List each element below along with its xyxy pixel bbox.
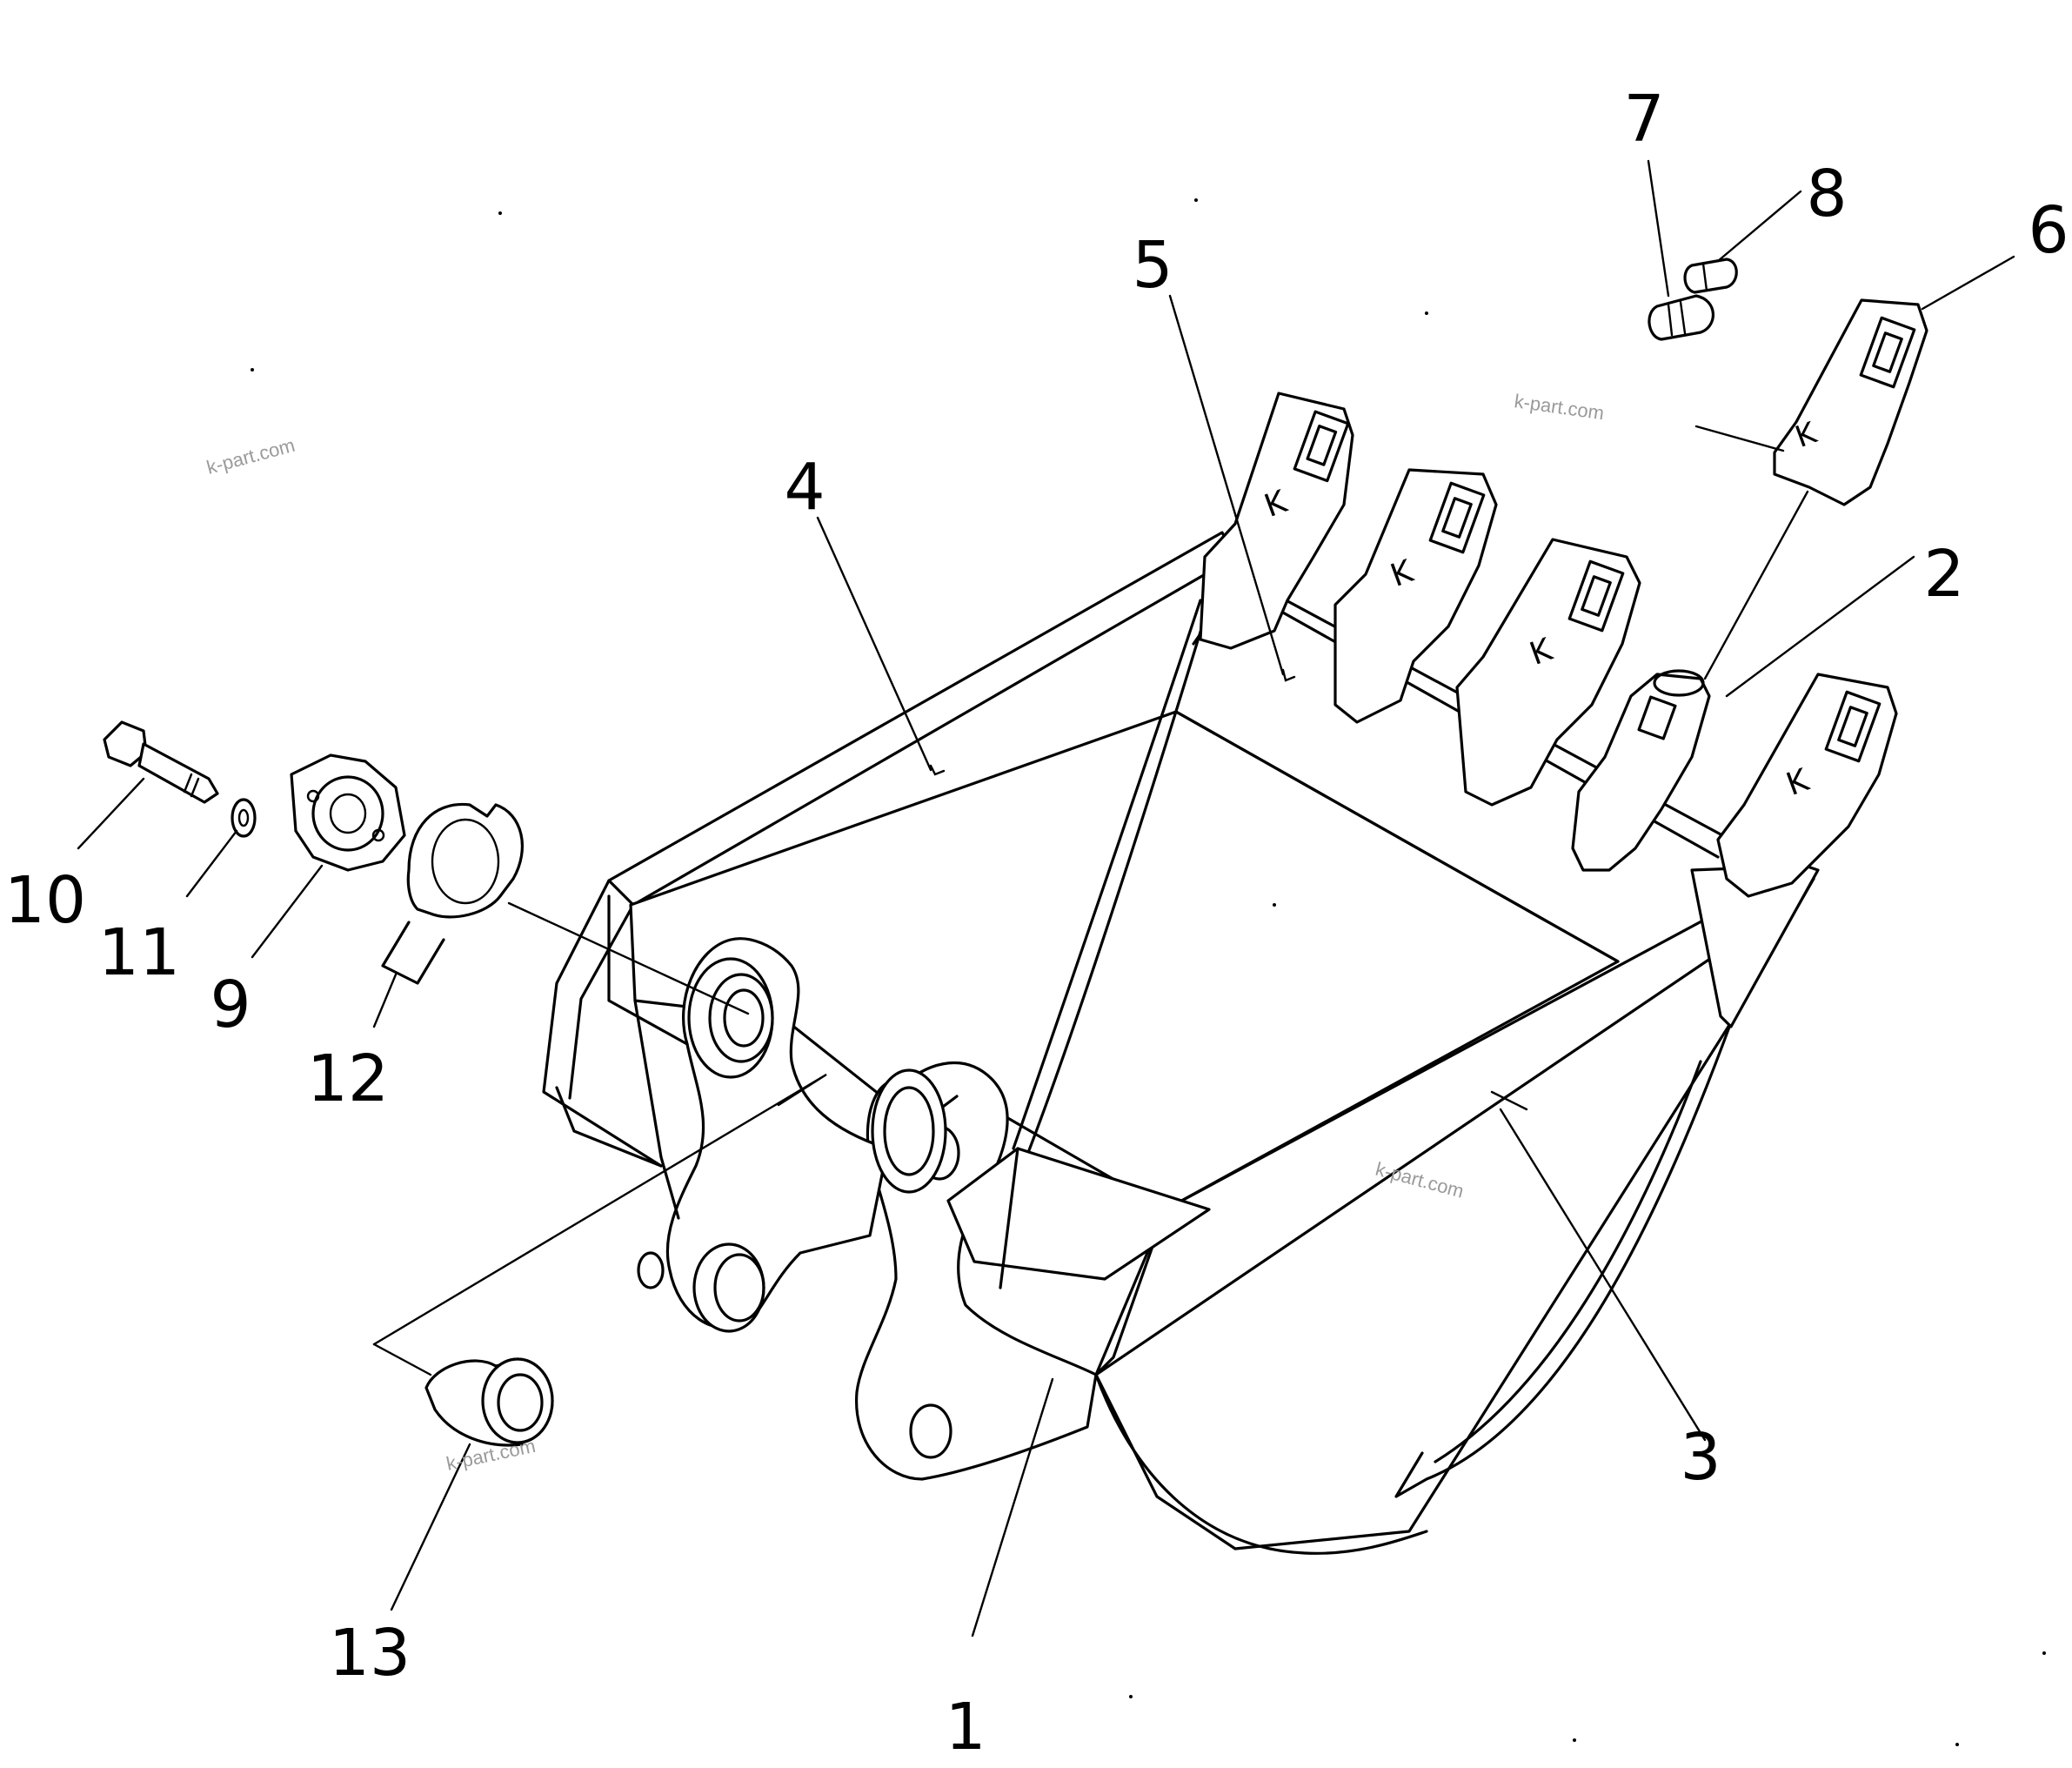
callout-labels: 1 2 3 4 5 6 7 8 9 10 11 12 13	[4, 82, 2069, 1765]
callout-9: 9	[210, 968, 251, 1042]
callout-6: 6	[2028, 193, 2069, 268]
scan-specks	[251, 198, 2046, 1746]
tooth-3: K	[1455, 538, 1641, 807]
callout-13: 13	[329, 1616, 411, 1691]
callout-8: 8	[1806, 157, 1847, 231]
tooth-2: K	[1333, 468, 1498, 724]
callout-1: 1	[945, 1690, 986, 1765]
callout-10: 10	[4, 863, 86, 938]
tooth-1: K	[1199, 392, 1354, 650]
tooth-5: K	[1716, 673, 1898, 898]
callout-11: 11	[98, 915, 180, 990]
bushing-13	[424, 1357, 554, 1447]
callout-7: 7	[1623, 82, 1664, 157]
retainer-9	[290, 753, 406, 872]
callout-3: 3	[1680, 1420, 1721, 1495]
washer-11	[231, 798, 257, 838]
pin-7	[1648, 294, 1714, 341]
watermark-1: k-part.com	[204, 434, 297, 479]
watermark-2: k-part.com	[1513, 390, 1605, 424]
tooth-4-adapter	[1571, 669, 1711, 872]
lock-8	[1683, 258, 1738, 294]
leader-lines	[77, 159, 2015, 1637]
callout-2: 2	[1923, 537, 1964, 612]
tooth-6-exploded: K	[1773, 298, 1928, 506]
bucket-teeth: K K K K	[1199, 392, 1898, 898]
bucket-body	[542, 531, 1820, 1555]
callout-5: 5	[1132, 228, 1173, 303]
shim-12	[381, 802, 524, 985]
callout-4: 4	[784, 450, 825, 525]
callout-12: 12	[307, 1041, 389, 1116]
bolt-10	[103, 720, 219, 804]
